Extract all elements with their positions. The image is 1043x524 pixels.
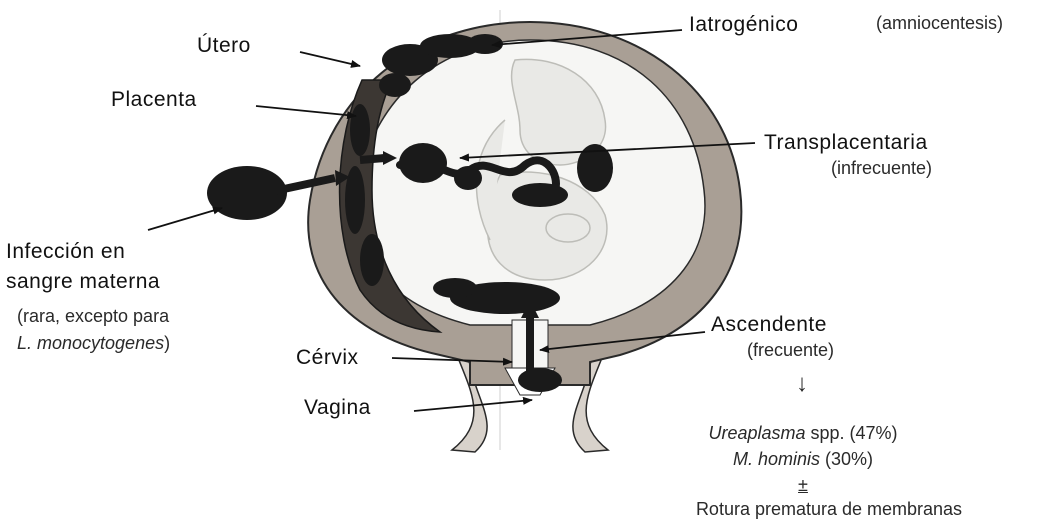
label-cervix: Cérvix xyxy=(296,346,359,370)
label-ascendente: Ascendente xyxy=(711,313,827,337)
label-monocytogenes: L. monocytogenes xyxy=(17,333,164,353)
label-infeccion-line2: sangre materna xyxy=(6,270,160,294)
label-hominis-pct: (30%) xyxy=(820,449,873,469)
label-iatrogenico: Iatrogénico xyxy=(689,13,798,37)
label-amniocentesis: (amniocentesis) xyxy=(876,13,1003,34)
arrow-infeccion xyxy=(148,208,222,230)
label-placenta: Placenta xyxy=(111,88,197,112)
label-rotura: Rotura prematura de membranas xyxy=(620,499,1038,520)
label-rara: (rara, excepto para xyxy=(17,306,169,327)
label-frecuente: (frecuente) xyxy=(747,340,834,361)
down-arrow-icon: ↓ xyxy=(796,370,808,398)
label-infrecuente: (infrecuente) xyxy=(831,158,932,179)
label-rara-species-line: L. monocytogenes) xyxy=(17,333,170,354)
arrow-utero xyxy=(300,52,360,66)
label-infeccion-line1: Infección en xyxy=(6,240,125,264)
label-ureaplasma: Ureaplasma xyxy=(708,423,805,443)
label-transplacentaria: Transplacentaria xyxy=(764,131,928,155)
label-rara-close: ) xyxy=(164,333,170,353)
label-hominis-line: M. hominis (30%) xyxy=(668,449,938,470)
label-utero: Útero xyxy=(197,34,251,58)
label-hominis: M. hominis xyxy=(733,449,820,469)
label-ureaplasma-pct: spp. (47%) xyxy=(806,423,898,443)
label-ureaplasma-line: Ureaplasma spp. (47%) xyxy=(668,423,938,444)
label-vagina: Vagina xyxy=(304,396,371,420)
label-plus-minus: ± xyxy=(668,475,938,496)
arrow-placenta xyxy=(256,106,356,116)
